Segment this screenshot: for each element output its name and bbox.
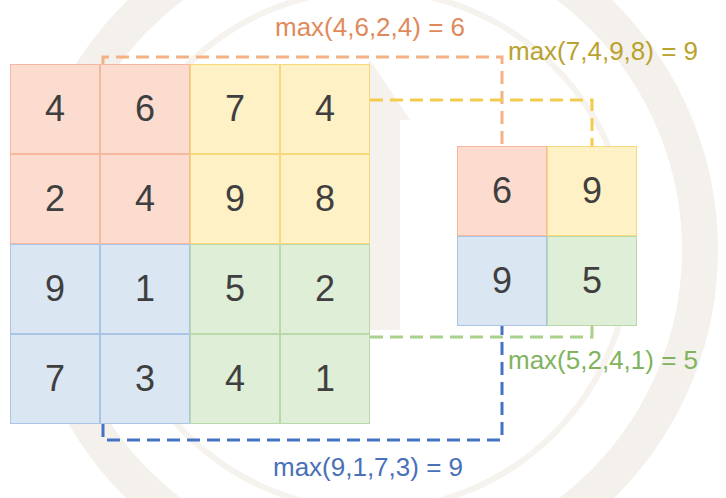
input-cell: 7 [10,334,100,424]
input-cell: 4 [190,334,280,424]
cell-value: 9 [225,178,245,220]
cell-value: 4 [135,178,155,220]
input-cell: 8 [280,154,370,244]
input-cell: 5 [190,244,280,334]
cell-value: 4 [45,88,65,130]
input-cell: 9 [10,244,100,334]
cell-value: 3 [135,358,155,400]
pooled-cell: 9 [547,146,637,236]
cell-value: 5 [582,260,602,302]
cell-value: 6 [492,170,512,212]
pooled-cell: 9 [457,236,547,326]
cell-value: 9 [492,260,512,302]
max-expression: max(4,6,2,4) = 6 [275,12,465,43]
input-cell: 3 [100,334,190,424]
input-cell: 2 [10,154,100,244]
input-cell: 1 [100,244,190,334]
dashed-connector [370,100,592,146]
watermark-ring [40,0,700,498]
input-cell: 1 [280,334,370,424]
cell-value: 7 [45,358,65,400]
max-expression: max(5,2,4,1) = 5 [508,345,698,376]
cell-value: 7 [225,88,245,130]
input-cell: 4 [10,64,100,154]
cell-value: 1 [315,358,335,400]
max-expression: max(7,4,9,8) = 9 [508,36,698,67]
cell-value: 6 [135,88,155,130]
cell-value: 2 [45,178,65,220]
pooled-cell: 5 [547,236,637,326]
cell-value: 8 [315,178,335,220]
input-cell: 9 [190,154,280,244]
cell-value: 1 [135,268,155,310]
input-cell: 7 [190,64,280,154]
pooled-cell: 6 [457,146,547,236]
max-expression: max(9,1,7,3) = 9 [273,452,463,483]
input-cell: 2 [280,244,370,334]
input-cell: 4 [280,64,370,154]
cell-value: 4 [225,358,245,400]
cell-value: 9 [582,170,602,212]
cell-value: 4 [315,88,335,130]
cell-value: 2 [315,268,335,310]
dashed-connector [370,326,592,337]
input-cell: 6 [100,64,190,154]
input-cell: 4 [100,154,190,244]
cell-value: 9 [45,268,65,310]
cell-value: 5 [225,268,245,310]
